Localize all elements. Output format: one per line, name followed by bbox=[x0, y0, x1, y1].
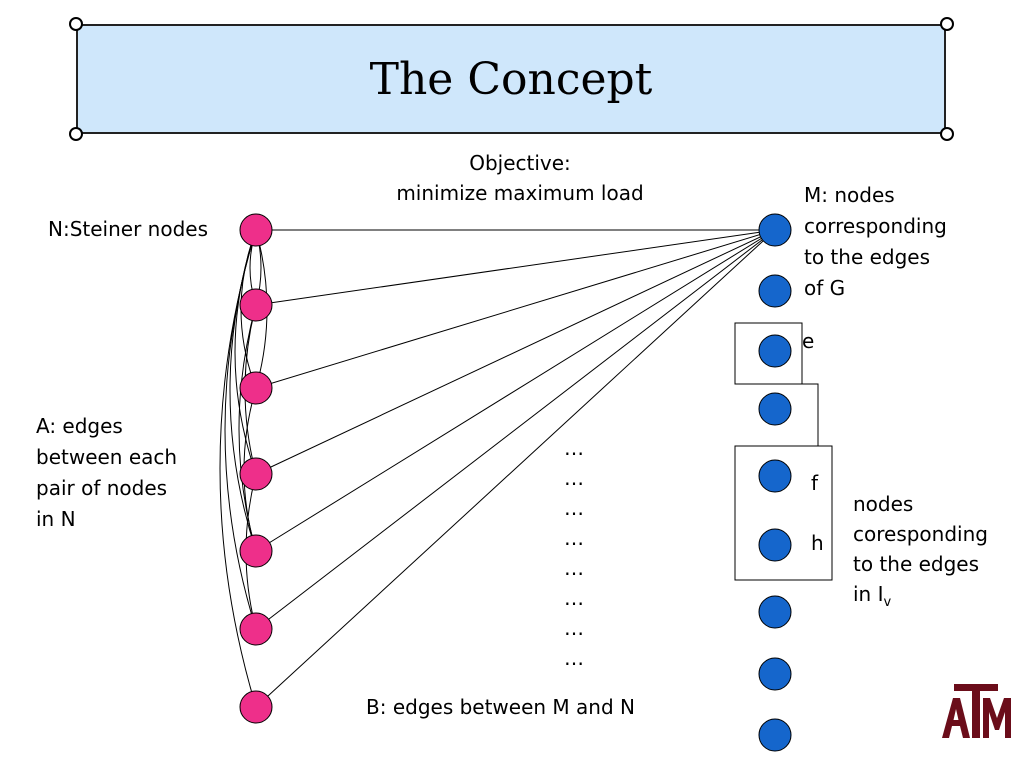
iv-label-prefix: in I bbox=[853, 582, 884, 606]
b-edge bbox=[255, 229, 776, 708]
n-label: N:Steiner nodes bbox=[48, 217, 208, 241]
edge-node bbox=[758, 274, 792, 308]
a-label-line: in N bbox=[36, 507, 76, 531]
a-edge bbox=[219, 229, 257, 708]
edge-node bbox=[758, 657, 792, 691]
a-label-line: pair of nodes bbox=[36, 476, 168, 500]
steiner-node bbox=[239, 457, 273, 491]
title-box bbox=[76, 24, 946, 134]
edge-nodes bbox=[758, 213, 792, 752]
ellipsis: … bbox=[564, 616, 584, 640]
edge-node-h bbox=[758, 528, 792, 562]
ellipsis: … bbox=[564, 496, 584, 520]
iv-label-line: coresponding bbox=[853, 522, 988, 546]
slide-title: The Concept bbox=[369, 54, 653, 105]
b-label: B: edges between M and N bbox=[366, 695, 635, 719]
edge-node bbox=[758, 392, 792, 426]
steiner-node bbox=[239, 213, 273, 247]
university-logo bbox=[936, 676, 1016, 746]
m-label-line: M: nodes bbox=[804, 183, 895, 207]
b-edge bbox=[255, 229, 776, 552]
objective-heading: Objective: bbox=[469, 151, 571, 175]
steiner-node bbox=[239, 690, 273, 724]
m-label-line: to the edges bbox=[804, 245, 931, 269]
steiner-node bbox=[239, 288, 273, 322]
title-corner-handle[interactable] bbox=[940, 17, 954, 31]
objective-text: minimize maximum load bbox=[396, 181, 644, 205]
edge-node bbox=[758, 718, 792, 752]
edge-node bbox=[758, 213, 792, 247]
b-edge bbox=[255, 229, 776, 630]
b-edge bbox=[255, 229, 776, 306]
m-label-line: of G bbox=[804, 276, 846, 300]
ellipsis: … bbox=[564, 466, 584, 490]
iv-label-last-line: in Iv bbox=[853, 579, 891, 618]
h-label: h bbox=[811, 531, 824, 555]
steiner-node bbox=[239, 371, 273, 405]
title-corner-handle[interactable] bbox=[69, 17, 83, 31]
e-label: e bbox=[802, 329, 815, 353]
edge-node bbox=[758, 595, 792, 629]
iv-grouping-outline bbox=[734, 322, 833, 581]
edge-node-f bbox=[758, 459, 792, 493]
steiner-nodes bbox=[239, 213, 273, 724]
ellipsis: … bbox=[564, 556, 584, 580]
b-edge bbox=[255, 229, 776, 389]
a-label-line: between each bbox=[36, 445, 178, 469]
ellipsis: … bbox=[564, 586, 584, 610]
ellipsis: … bbox=[564, 436, 584, 460]
iv-label-line: nodes bbox=[853, 492, 914, 516]
iv-label-subscript: v bbox=[883, 595, 892, 610]
ellipsis-column: … … … … … … … … bbox=[564, 433, 584, 673]
a-label-line: A: edges bbox=[36, 414, 123, 438]
steiner-node bbox=[239, 534, 273, 568]
steiner-node bbox=[239, 612, 273, 646]
ellipsis: … bbox=[564, 646, 584, 670]
b-edges bbox=[255, 229, 776, 708]
ellipsis: … bbox=[564, 526, 584, 550]
edge-node-e bbox=[758, 334, 792, 368]
title-corner-handle[interactable] bbox=[69, 127, 83, 141]
m-label-line: corresponding bbox=[804, 214, 947, 238]
iv-label-line: to the edges bbox=[853, 552, 980, 576]
b-edge bbox=[255, 229, 776, 475]
title-corner-handle[interactable] bbox=[940, 127, 954, 141]
f-label: f bbox=[811, 471, 819, 495]
